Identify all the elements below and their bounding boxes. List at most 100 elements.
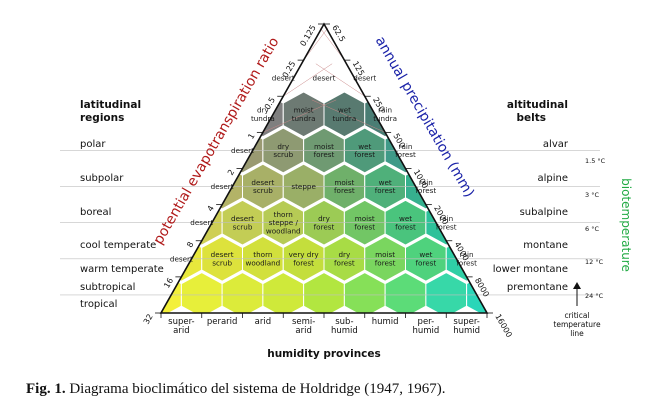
temperature-mark: 6 °C <box>585 225 599 233</box>
biotemperature-title: biotemperature <box>619 178 633 272</box>
life-zone-label: desert <box>231 146 254 155</box>
life-zone-label: scrub <box>233 222 253 231</box>
humidity-province-label: arid <box>295 326 311 336</box>
life-zone-label: desert <box>190 218 213 227</box>
life-zone-label: dry <box>338 250 351 259</box>
figure-caption: Fig. 1. Diagrama bioclimático del sistem… <box>26 381 446 398</box>
pet-tick-label: 1 <box>246 132 256 141</box>
critical-line-arrowhead <box>573 282 581 289</box>
life-zone-label: forest <box>293 258 314 267</box>
life-zone-label: rain <box>460 250 474 259</box>
humidity-province-label: super- <box>168 317 194 327</box>
pet-tick-label: 0.5 <box>263 96 277 112</box>
life-zone-label: forest <box>416 186 437 195</box>
life-zone-label: moist <box>355 214 375 223</box>
humidity-province-label: sub- <box>335 317 353 327</box>
humidity-province-label: humid <box>412 326 439 336</box>
latitudinal-region: boreal <box>80 207 111 218</box>
temperature-mark: 3 °C <box>585 191 599 199</box>
humidity-province-label: humid <box>372 317 399 327</box>
precip-grid-line <box>315 63 365 97</box>
life-zone-label: dry <box>257 106 270 115</box>
critical-line-label: line <box>570 329 584 338</box>
life-zone-label: forest <box>416 258 437 267</box>
humidity-province-label: arid <box>173 326 189 336</box>
pet-tick-label: 16 <box>162 276 175 289</box>
life-zone-label: rain <box>399 142 413 151</box>
life-zone-label: rain <box>378 106 392 115</box>
humidity-province-label: per- <box>418 317 435 327</box>
life-zone-label: desert <box>211 182 234 191</box>
life-zone-label: wet <box>399 214 412 223</box>
life-zone-label: woodland <box>245 258 280 267</box>
life-zone-label: forest <box>354 150 375 159</box>
life-zone-label: wet <box>419 250 432 259</box>
altitudinal-header: altitudinal <box>507 99 568 111</box>
pet-tick-label: 2 <box>226 168 236 177</box>
life-zone-label: moist <box>294 106 314 115</box>
life-zone-label: desert <box>231 214 254 223</box>
altitudinal-belt: premontane <box>507 282 568 293</box>
humidity-province-label: perarid <box>207 317 238 327</box>
latitudinal-header: latitudinal <box>80 99 141 111</box>
life-zone-label: forest <box>314 222 335 231</box>
caption-text: Diagrama bioclimático del sistema de Hol… <box>69 381 446 397</box>
latitudinal-region: subpolar <box>80 173 124 184</box>
life-zone-label: tundra <box>251 114 275 123</box>
life-zone-label: wet <box>358 142 371 151</box>
temperature-mark: 1.5 °C <box>585 157 606 165</box>
altitudinal-header: belts <box>516 112 546 124</box>
life-zone-label: wet <box>379 178 392 187</box>
life-zone-label: forest <box>334 258 355 267</box>
altitudinal-belt: alvar <box>543 139 569 150</box>
life-zone-label: scrub <box>212 258 232 267</box>
life-zone-label: forest <box>375 258 396 267</box>
humidity-province-label: super- <box>453 317 479 327</box>
life-zone-label: desert <box>272 74 295 83</box>
precip-grid-line <box>319 27 345 61</box>
life-zone-label: forest <box>456 258 477 267</box>
life-zone-label: desert <box>313 74 336 83</box>
life-zone-label: tundra <box>292 114 316 123</box>
life-zone-label: steppe <box>291 182 316 191</box>
precip-grid-line <box>311 99 386 133</box>
humidity-province-label: humid <box>453 326 480 336</box>
axis-ticks: 0.1250.250.51248163262.51252505001000200… <box>142 24 514 340</box>
precip-tick-label: 16000 <box>493 313 514 340</box>
life-zone-label: tundra <box>332 114 356 123</box>
life-zone-label: forest <box>436 222 457 231</box>
life-zone-label: scrub <box>273 150 293 159</box>
life-zone-label: woodland <box>266 226 301 235</box>
latitudinal-region: polar <box>80 139 106 150</box>
life-zone-label: thorn <box>274 210 293 219</box>
life-zone-label: forest <box>334 186 355 195</box>
life-zone-label: forest <box>395 150 416 159</box>
life-zone-label: tundra <box>373 114 397 123</box>
critical-line-label: temperature <box>553 320 601 329</box>
humidity-province-label: humid <box>331 326 358 336</box>
life-zone-label: desert <box>170 254 193 263</box>
life-zone-label: dry <box>318 214 331 223</box>
caption-prefix: Fig. 1. <box>26 381 66 397</box>
life-zone-label: thorn <box>253 250 272 259</box>
life-zone-label: forest <box>395 222 416 231</box>
life-zone-label: moist <box>314 142 334 151</box>
life-zone-label: dry <box>277 142 290 151</box>
latitudinal-region: warm temperate <box>80 264 164 275</box>
life-zone-label: forest <box>375 186 396 195</box>
life-zone-label: forest <box>314 150 335 159</box>
temperature-mark: 24 °C <box>585 292 604 300</box>
life-zone-label: moist <box>334 178 354 187</box>
life-zone-label: scrub <box>253 186 273 195</box>
pet-tick-label: 32 <box>142 313 155 326</box>
latitudinal-region: subtropical <box>80 282 135 293</box>
life-zone-label: very dry <box>289 250 320 259</box>
humidity-province-label: semi- <box>292 317 315 327</box>
altitudinal-belt: montane <box>523 240 568 251</box>
humidity-title: humidity provinces <box>267 348 381 360</box>
life-zone-label: desert <box>251 178 274 187</box>
life-zone-label: desert <box>211 250 234 259</box>
life-zone-label: desert <box>353 74 376 83</box>
